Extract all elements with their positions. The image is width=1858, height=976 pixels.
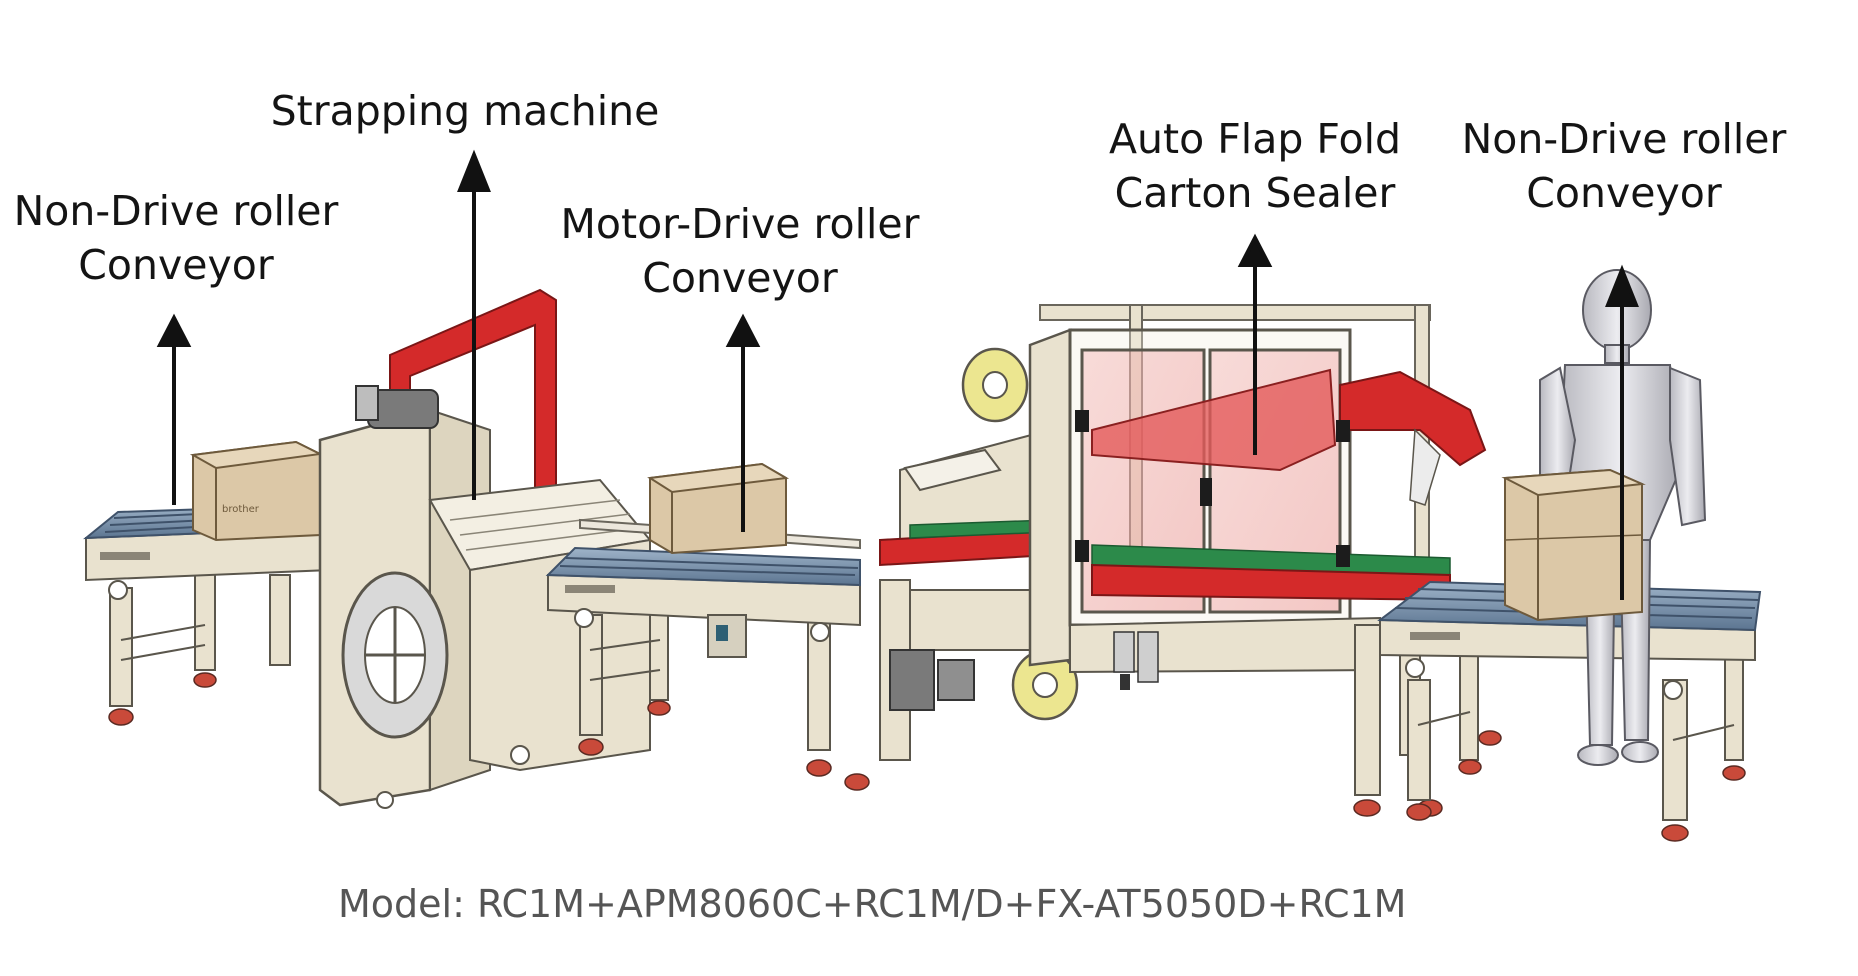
label-left-conveyor: Non-Drive roller Conveyor — [14, 184, 339, 292]
label-carton-sealer: Auto Flap Fold Carton Sealer — [1109, 112, 1401, 220]
label-line: Auto Flap Fold — [1108, 115, 1402, 163]
arrow-strapping — [457, 149, 491, 500]
motor-drive-conveyor — [545, 462, 870, 791]
box-print: brother — [222, 504, 260, 515]
label-line: Motor-Drive roller — [560, 200, 920, 248]
arrow-left-conveyor — [156, 313, 192, 505]
model-caption: Model: RC1M+APM8060C+RC1M/D+FX-AT5050D+R… — [338, 882, 1407, 926]
carton-sealer — [879, 304, 1487, 817]
left-non-drive-conveyor: brother — [83, 440, 331, 726]
label-right-conveyor: Non-Drive roller Conveyor — [1462, 112, 1787, 220]
label-line: Strapping machine — [270, 87, 660, 135]
arrow-sealer — [1237, 233, 1273, 455]
label-line: Conveyor — [642, 254, 838, 302]
label-line: Conveyor — [78, 241, 274, 289]
label-strapping-machine: Strapping machine — [271, 84, 660, 138]
right-non-drive-conveyor — [1377, 269, 1762, 842]
arrow-motor-conveyor — [725, 313, 761, 532]
tape-roll-top — [961, 347, 1029, 423]
label-line: Non-Drive roller — [1461, 115, 1787, 163]
label-line: Conveyor — [1526, 169, 1722, 217]
arrow-right-conveyor — [1605, 264, 1639, 600]
label-line: Non-Drive roller — [13, 187, 339, 235]
label-motor-conveyor: Motor-Drive roller Conveyor — [561, 197, 920, 305]
air-filter-unit — [1113, 631, 1159, 690]
callout-arrows — [156, 149, 1639, 600]
label-line: Carton Sealer — [1114, 169, 1396, 217]
